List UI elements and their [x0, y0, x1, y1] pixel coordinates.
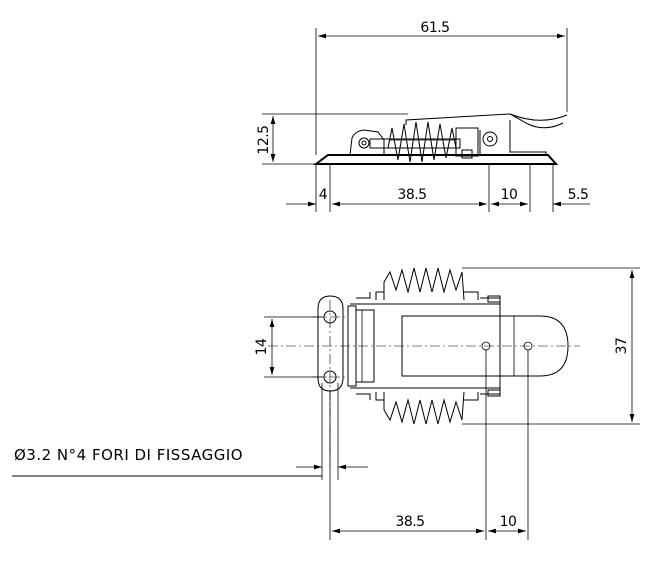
- dim-label-overall-width: 37: [614, 338, 630, 355]
- dim-label-height: 12.5: [256, 125, 272, 154]
- dim-label-hole-span: 38.5: [397, 187, 426, 203]
- side-lever: [405, 113, 568, 155]
- dim-top-bottom-chain: 38.5 10: [329, 350, 529, 540]
- dim-side-bottom-chain: 4 38.5 10 5.5: [286, 164, 590, 212]
- dim-label-top-slot-width: 10: [500, 514, 517, 530]
- side-hinge-lug: [349, 129, 385, 156]
- dim-hole-pitch: 14: [254, 316, 324, 378]
- dim-label-hole-pitch: 14: [254, 338, 270, 355]
- fixing-holes-note: Ø3.2 N°4 FORI DI FISSAGGIO: [14, 446, 243, 464]
- dim-label-right-offset: 5.5: [568, 187, 589, 203]
- top-spring-lower: [375, 391, 479, 425]
- top-spring-upper: [375, 267, 479, 301]
- dim-overall-length: 61.5: [315, 20, 568, 155]
- dim-label-slot-width: 10: [501, 187, 518, 203]
- dim-label-overall-length: 61.5: [420, 20, 449, 36]
- dim-height: 12.5: [256, 113, 408, 165]
- dim-overall-width: 37: [462, 267, 640, 425]
- top-body-frame: [350, 292, 501, 400]
- side-view: 61.5 12.5 4 38.5 10 5.5: [256, 20, 590, 212]
- side-rod: [369, 127, 498, 159]
- top-view: 14 37 38.5 10 Ø3.2 N°4 FORI DI FISSAG: [12, 267, 640, 540]
- dim-label-top-hole-span: 38.5: [395, 514, 424, 530]
- side-base-plate: [313, 154, 559, 165]
- dim-label-left-offset: 4: [319, 187, 328, 203]
- hole-note: Ø3.2 N°4 FORI DI FISSAGGIO: [12, 383, 368, 480]
